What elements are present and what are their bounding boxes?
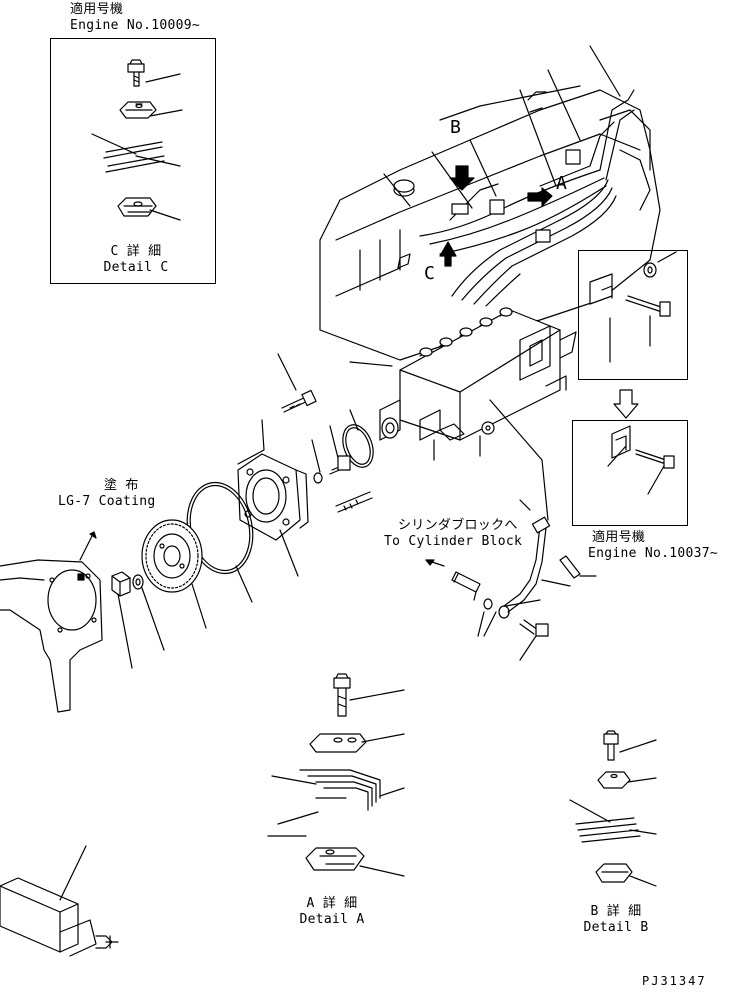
view-arrow-c	[439, 241, 457, 267]
detail-c-engine-no: Engine No.10009~	[70, 18, 201, 33]
detail-b-title-en: Detail B	[583, 920, 649, 935]
detail-a-parts	[267, 673, 405, 877]
coating-leader	[79, 531, 95, 561]
leader-tool	[59, 845, 87, 901]
cylinder-block-label-en: To Cylinder Block	[384, 534, 523, 549]
leader-c5	[149, 209, 181, 221]
pump-fasteners	[281, 389, 374, 513]
leader-c4	[135, 155, 181, 167]
detail-c-applicable-jp: 適用号機	[70, 2, 124, 17]
detail-a-title-jp: A 詳 細	[306, 896, 358, 911]
bracket-upper-parts	[589, 262, 671, 317]
timing-case	[0, 559, 103, 713]
right-box-engine-no: Engine No.10037~	[588, 546, 719, 561]
coating-label-en: LG-7 Coating	[58, 494, 156, 509]
washer-and-nut	[111, 571, 144, 597]
leader-c2	[149, 109, 183, 117]
detail-c-parts	[91, 59, 183, 221]
drive-gear	[141, 519, 203, 593]
injection-pipes	[419, 89, 635, 307]
coating-label-jp: 塗 布	[104, 478, 139, 493]
view-marker-c: C	[424, 263, 436, 284]
injection-pump	[379, 307, 577, 461]
detail-c-clamp-lower	[117, 197, 157, 217]
bracket-upper-frame	[578, 250, 688, 380]
detail-c-frame	[50, 38, 216, 284]
detail-a-title-en: Detail A	[299, 912, 365, 927]
figure-id: PJ31347	[642, 974, 707, 988]
view-marker-a: A	[556, 173, 568, 194]
detail-b-parts	[569, 730, 657, 887]
view-arrows	[439, 165, 553, 267]
detail-c-bolt	[127, 59, 145, 87]
right-box-applicable-jp: 適用号機	[592, 530, 646, 545]
bracket-lower-parts	[611, 425, 675, 469]
leader-c1	[145, 73, 181, 83]
view-arrow-a	[527, 187, 553, 207]
adapter-flange	[237, 453, 309, 541]
special-tool	[0, 845, 119, 957]
down-arrow	[613, 389, 639, 419]
detail-c-pipes	[103, 141, 165, 173]
detail-c-clamp-upper	[119, 101, 157, 119]
leader-lines	[79, 45, 677, 669]
detail-c-title-en: Detail C	[103, 260, 169, 275]
detail-b-title-jp: B 詳 細	[590, 904, 642, 919]
leader-c3	[91, 133, 137, 155]
detail-c-title-jp: C 詳 細	[110, 244, 162, 259]
bracket-lower-frame	[572, 420, 688, 526]
coating-arrowhead	[89, 531, 97, 539]
cylinder-block-label-jp: シリンダブロックへ	[398, 518, 518, 533]
view-arrow-b	[449, 165, 475, 191]
view-marker-b: B	[450, 117, 462, 138]
